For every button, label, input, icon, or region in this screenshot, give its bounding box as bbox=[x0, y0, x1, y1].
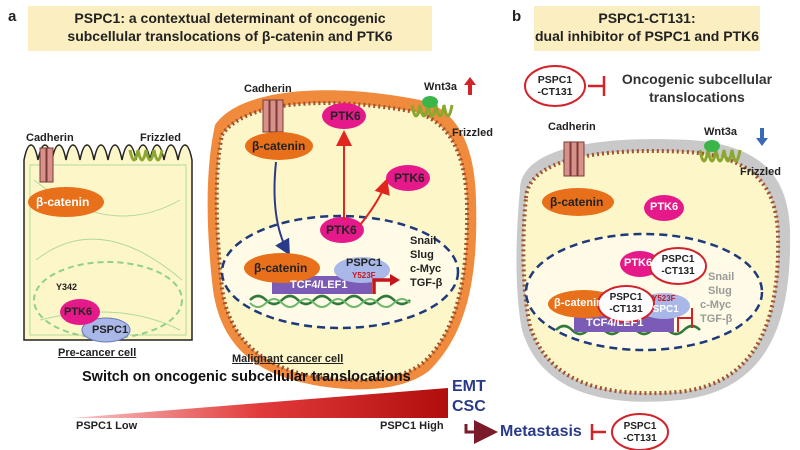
csc-label: CSC bbox=[452, 398, 486, 415]
b-complex2-line1: PSPC1 bbox=[609, 292, 643, 303]
panel-a-title-line2: subcellular translocations of β-catenin … bbox=[67, 28, 393, 44]
b-frizzled-label: Frizzled bbox=[740, 166, 781, 178]
precancer-beta-catenin-label: β-catenin bbox=[36, 195, 90, 209]
malignant-ptk6-top-label: PTK6 bbox=[330, 109, 361, 123]
inhibitor-top bbox=[524, 65, 586, 107]
panel-a-title-line1: PSPC1: a contextual determinant of oncog… bbox=[74, 10, 386, 26]
b-beta-catenin-nuc-label: β-catenin bbox=[554, 297, 603, 309]
b-tcf4-label: TCF4/LEF1 bbox=[586, 317, 644, 329]
switch-label: Switch on oncogenic subcellular transloc… bbox=[82, 369, 411, 385]
precancer-ptk6-label: PTK6 bbox=[64, 306, 93, 318]
malignant-cell bbox=[207, 77, 477, 390]
panel-b-title-line1: PSPC1-CT131: bbox=[598, 10, 696, 26]
b-ptk6-nuc-label: PTK6 bbox=[624, 257, 653, 269]
metastasis-inhibit bbox=[590, 424, 606, 440]
b-complex1-line2: -CT131 bbox=[661, 266, 695, 277]
b-complex1-label: PSPC1 -CT131 bbox=[652, 254, 704, 278]
malignant-beta-catenin-nuc-label: β-catenin bbox=[254, 261, 308, 275]
inhibitor-top-line1: PSPC1 bbox=[537, 74, 573, 86]
malignant-ptk6-nuc-label: PTK6 bbox=[326, 223, 357, 237]
b-target-tgfb: TGF-β bbox=[700, 313, 733, 325]
malignant-y523f-label: Y523F bbox=[352, 271, 376, 280]
malignant-frizzled-label: Frizzled bbox=[452, 127, 493, 139]
malignant-target-slug: Slug bbox=[410, 249, 434, 261]
malignant-caption: Malignant cancer cell bbox=[232, 353, 344, 365]
inhibitor-bottom-label: PSPC1 -CT131 bbox=[623, 421, 657, 444]
malignant-target-snail: Snail bbox=[410, 235, 437, 247]
panel-a-letter: a bbox=[8, 8, 17, 25]
malignant-target-tgfb: TGF-β bbox=[410, 277, 443, 289]
malignant-ptk6-mid-label: PTK6 bbox=[394, 171, 425, 185]
oncogenic-label: Oncogenic subcellular translocations bbox=[612, 70, 782, 106]
b-beta-catenin-label: β-catenin bbox=[550, 195, 604, 209]
panel-b-cell bbox=[516, 128, 791, 402]
malignant-beta-catenin-label: β-catenin bbox=[252, 139, 306, 153]
b-wnt3a-label: Wnt3a bbox=[704, 126, 737, 138]
b-target-snail: Snail bbox=[708, 271, 735, 283]
precancer-pspc1-label: PSPC1 bbox=[92, 324, 129, 336]
panel-b-title: PSPC1-CT131: dual inhibitor of PSPC1 and… bbox=[534, 6, 760, 51]
pspc1-low-label: PSPC1 Low bbox=[76, 420, 138, 432]
b-pspc1-label: PSPC1 bbox=[646, 304, 679, 315]
b-complex2-label: PSPC1 -CT131 bbox=[600, 292, 652, 316]
malignant-cadherin-label: Cadherin bbox=[244, 83, 292, 95]
b-target-cmyc: c-Myc bbox=[700, 299, 732, 311]
precancer-frizzled-label: Frizzled bbox=[140, 132, 181, 144]
inhibitor-bottom bbox=[611, 413, 669, 450]
b-complex1-line1: PSPC1 bbox=[661, 254, 695, 265]
malignant-pspc1-label: PSPC1 bbox=[346, 257, 383, 269]
b-target-slug: Slug bbox=[708, 285, 732, 297]
pspc1-high-label: PSPC1 High bbox=[380, 420, 444, 432]
panel-b-title-line2: dual inhibitor of PSPC1 and PTK6 bbox=[534, 28, 759, 44]
emt-label: EMT bbox=[452, 378, 486, 395]
oncogenic-line2: translocations bbox=[649, 89, 745, 105]
precancer-y342-label: Y342 bbox=[56, 282, 78, 292]
inhibitor-top-label: PSPC1 -CT131 bbox=[527, 74, 583, 98]
b-cadherin-label: Cadherin bbox=[548, 121, 596, 133]
oncogenic-line1: Oncogenic subcellular bbox=[621, 71, 773, 87]
precancer-caption: Pre-cancer cell bbox=[58, 347, 137, 359]
metastasis-arrow bbox=[464, 420, 498, 444]
metastasis-label: Metastasis bbox=[500, 423, 582, 440]
panel-b-letter: b bbox=[512, 8, 522, 25]
malignant-wnt3a-label: Wnt3a bbox=[424, 81, 457, 93]
precancer-cadherin-label: Cadherin bbox=[26, 132, 74, 144]
switch-gradient bbox=[72, 388, 448, 418]
malignant-target-cmyc: c-Myc bbox=[410, 263, 442, 275]
b-complex2-line2: -CT131 bbox=[609, 304, 643, 315]
precancer-cell bbox=[23, 144, 193, 343]
malignant-tcf4-label: TCF4/LEF1 bbox=[290, 279, 348, 291]
b-ptk6-cyto-label: PTK6 bbox=[650, 201, 679, 213]
panel-a-title: PSPC1: a contextual determinant of oncog… bbox=[28, 6, 432, 51]
b-y523f-label: Y523F bbox=[652, 294, 676, 303]
inhibit-bar-top bbox=[588, 76, 606, 96]
inhibitor-top-line2: -CT131 bbox=[537, 86, 573, 98]
